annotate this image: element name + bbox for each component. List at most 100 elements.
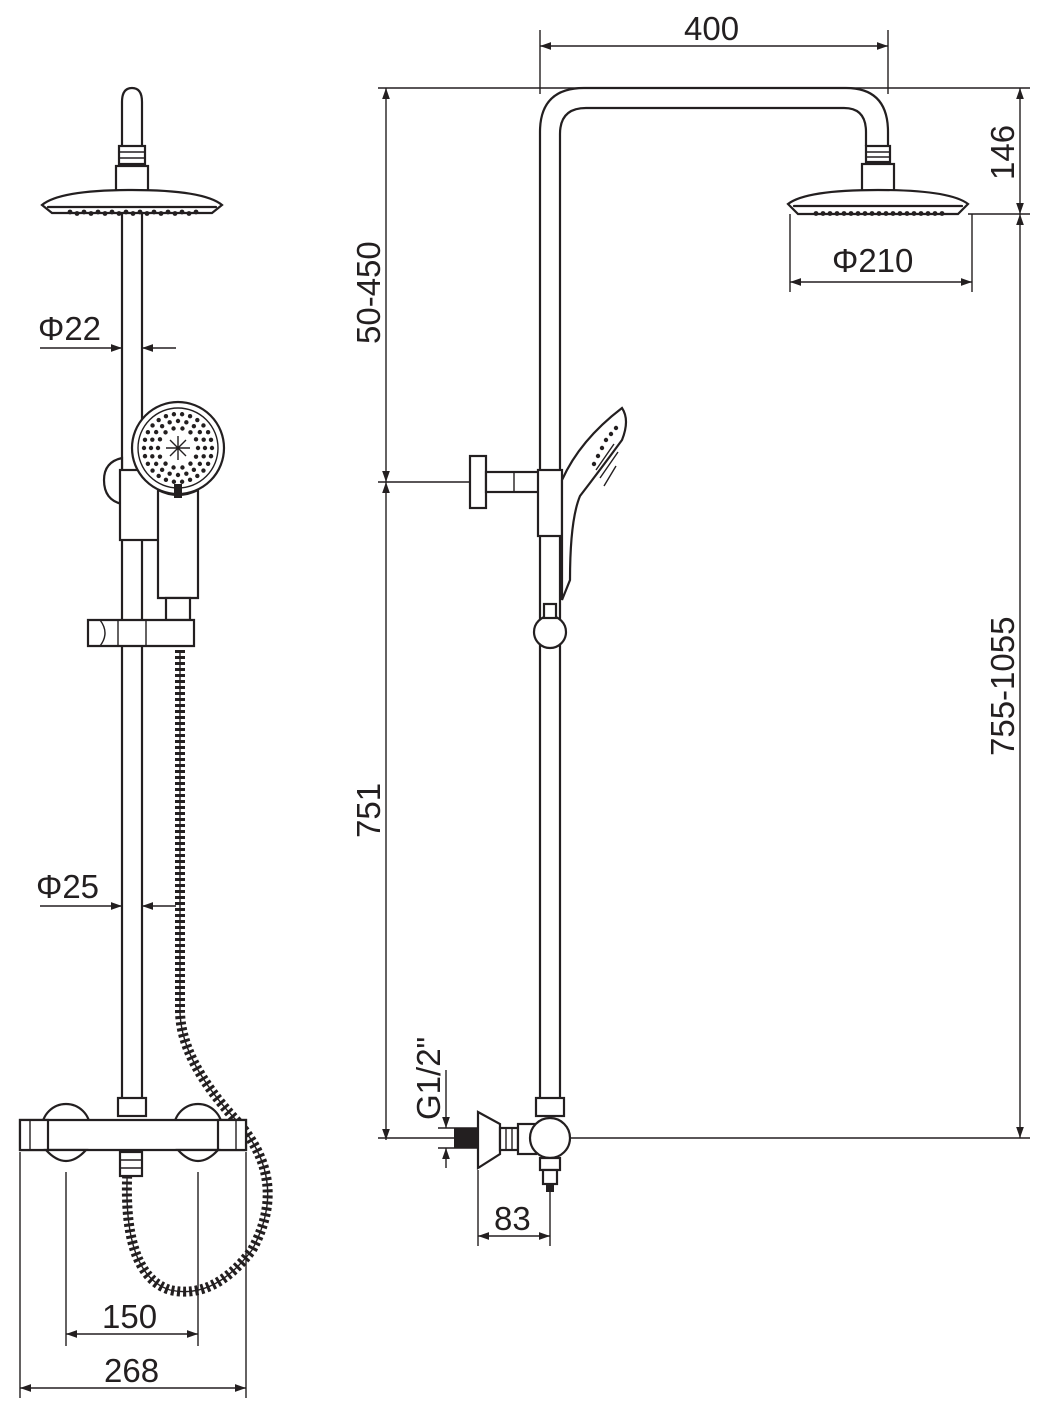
side-rain-shower-head: [786, 188, 970, 216]
nozzle-dot: [157, 454, 163, 459]
nozzle-dot: [179, 209, 185, 215]
nozzle-dot: [158, 211, 164, 216]
nozzle-dot: [925, 211, 931, 216]
nozzle-dot: [179, 412, 185, 417]
nozzle-dot: [163, 461, 168, 466]
nozzle-dot: [827, 211, 833, 216]
front-head-nozzles: [67, 209, 199, 216]
nozzle-dot: [591, 461, 597, 467]
nozzle-dot: [167, 471, 172, 476]
nozzle-dot: [191, 423, 197, 429]
nozzle-dot: [195, 473, 200, 479]
nozzle-dot: [897, 211, 903, 216]
nozzle-dot: [904, 211, 910, 216]
nozzle-dot: [188, 461, 193, 466]
total-height-label: 755-1055: [984, 617, 1021, 756]
nozzle-dot: [67, 209, 73, 215]
front-hand-shower-nozzles: [141, 412, 215, 484]
front-hand-shower-button: [174, 484, 182, 498]
front-slide-clamp: [86, 618, 196, 648]
nozzle-dot: [148, 445, 154, 451]
nozzle-dot: [142, 453, 148, 459]
nozzle-dot: [876, 211, 882, 216]
nozzle-dot: [869, 211, 875, 216]
nozzle-dot: [195, 417, 200, 423]
lower-pipe-diameter-label: Φ25: [36, 868, 99, 905]
nozzle-dot: [151, 209, 157, 215]
nozzle-dot: [820, 211, 826, 216]
nozzle-dot: [848, 211, 854, 216]
nozzle-dot: [141, 445, 147, 451]
front-hand-shower-handle: [156, 488, 200, 600]
front-hand-shower-flower: [166, 436, 190, 460]
front-hose-nut: [164, 596, 192, 622]
nozzle-dot: [595, 453, 601, 459]
nozzle-dot: [205, 429, 211, 435]
side-mixer-flange: [476, 1110, 502, 1171]
front-mixer-outlet: [118, 1150, 144, 1178]
nozzle-dot: [130, 211, 136, 216]
front-rain-shower-head: [40, 188, 224, 215]
front-mixer-right-knob: [216, 1118, 248, 1152]
nozzle-dot: [95, 209, 101, 215]
nozzle-dot: [172, 211, 178, 216]
nozzle-dot: [171, 465, 176, 470]
side-holder-slider: [536, 468, 564, 538]
nozzle-dot: [201, 423, 206, 428]
nozzle-dot: [171, 479, 177, 484]
nozzle-dot: [862, 211, 868, 216]
nozzle-dot: [918, 211, 924, 216]
nozzle-dot: [156, 473, 161, 479]
nozzle-dot: [179, 479, 185, 484]
side-riser-outer: [538, 86, 890, 472]
nozzle-dot: [153, 461, 159, 467]
nozzle-dot: [159, 423, 165, 429]
head-height-label: 146: [984, 125, 1021, 180]
nozzle-dot: [201, 454, 206, 459]
nozzle-dot: [834, 211, 840, 216]
nozzle-dot: [150, 468, 155, 473]
nozzle-dot: [186, 211, 192, 216]
nozzle-dot: [102, 211, 108, 216]
nozzle-dot: [613, 425, 619, 431]
nozzle-dot: [165, 209, 171, 215]
side-wall-bracket-arm: [484, 470, 542, 494]
side-slide-knob: [532, 614, 568, 650]
front-thermostatic-mixer: [18, 1118, 248, 1152]
nozzle-dot: [144, 211, 150, 216]
nozzle-dot: [163, 414, 169, 419]
front-lower-pipe-nut: [116, 1096, 148, 1118]
nozzle-dot: [209, 445, 215, 451]
nozzle-dot: [155, 445, 161, 451]
nozzle-dot: [932, 211, 938, 216]
nozzle-dot: [153, 429, 159, 435]
nozzle-dot: [171, 426, 176, 431]
side-inlet-thread: [454, 1128, 478, 1148]
nozzle-dot: [939, 211, 945, 216]
nozzle-dot: [180, 465, 185, 470]
nozzle-dot: [208, 437, 214, 443]
side-wall-bracket-plate: [468, 454, 488, 510]
nozzle-dot: [197, 429, 203, 435]
nozzle-dot: [137, 209, 143, 215]
nozzle-dot: [150, 423, 155, 428]
inlet-offset-label: 83: [494, 1200, 531, 1237]
nozzle-dot: [171, 412, 177, 417]
nozzle-dot: [191, 467, 197, 473]
nozzle-dot: [195, 445, 201, 451]
side-hand-shower: [560, 406, 628, 601]
eccentric-spacing-label: 150: [102, 1298, 157, 1335]
nozzle-dot: [163, 477, 169, 482]
front-shower-arm: [120, 86, 144, 150]
front-view: Φ22 Φ25: [18, 86, 273, 1398]
top-width-label: 400: [684, 10, 739, 47]
nozzle-dot: [188, 430, 193, 435]
nozzle-dot: [123, 209, 129, 215]
front-head-connector: [114, 164, 150, 194]
nozzle-dot: [193, 437, 199, 442]
nozzle-dot: [205, 461, 211, 467]
mixer-width-label: 268: [104, 1352, 159, 1389]
front-mixer-left-knob: [18, 1118, 50, 1152]
nozzle-dot: [890, 211, 896, 216]
nozzle-dot: [201, 468, 206, 473]
